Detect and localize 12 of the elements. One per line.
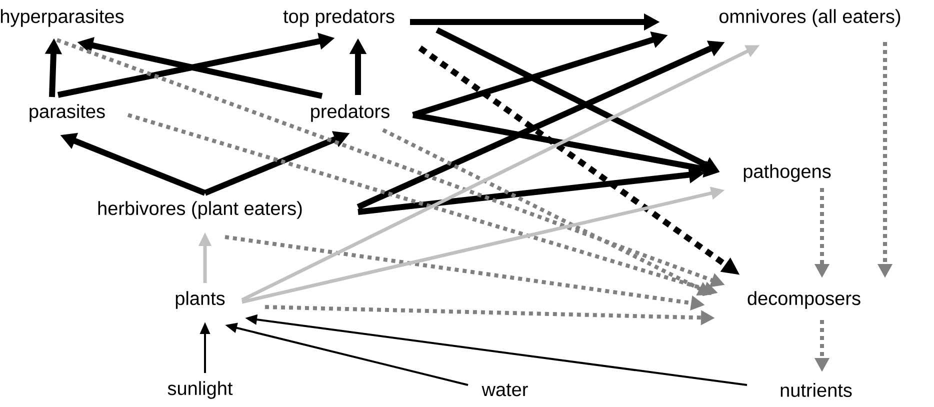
- node-label: plants: [176, 291, 225, 309]
- node-label: parasites: [30, 104, 105, 122]
- node-label: sunlight: [168, 381, 233, 399]
- node-label: decomposers: [748, 291, 860, 309]
- node-label: nutrients: [780, 383, 852, 397]
- node-label: pathogens: [744, 164, 831, 182]
- node-label: hyperparasites: [1, 9, 124, 27]
- node-label: water: [482, 384, 528, 396]
- node-label: herbivores (plant eaters): [98, 201, 302, 219]
- node-label: omnivores (all eaters): [719, 9, 900, 27]
- node-label: predators: [311, 104, 390, 122]
- node-label: top predators: [283, 9, 394, 27]
